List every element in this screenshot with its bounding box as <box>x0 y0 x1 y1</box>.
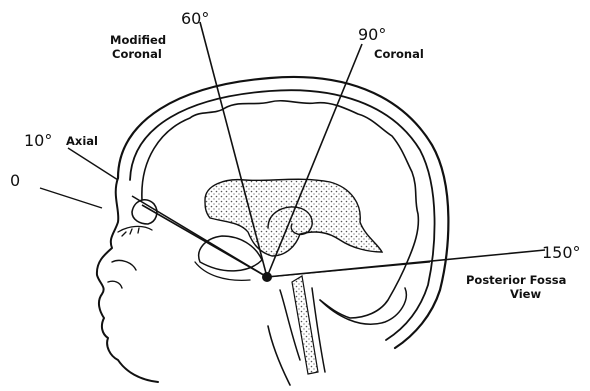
label-posterior-fossa-1: Posterior Fossa <box>466 273 566 287</box>
beam-line-150-lower <box>267 262 430 277</box>
cerebellum-outline <box>320 288 406 324</box>
nostril-detail <box>108 260 136 288</box>
label-angle-90: 90° <box>358 25 386 44</box>
neck-line <box>268 326 290 385</box>
label-modified-coronal-2: Coronal <box>112 47 162 61</box>
eye-lash-detail <box>118 226 152 236</box>
sinus-curve <box>195 262 250 280</box>
label-angle-10: 10° <box>24 131 52 150</box>
label-posterior-fossa-2: View <box>510 287 541 301</box>
pointer-0 <box>40 188 102 208</box>
label-angle-150: 150° <box>542 243 581 262</box>
label-angle-0: 0 <box>10 171 20 190</box>
pointer-10-axial <box>68 148 118 180</box>
label-modified-coronal-1: Modified <box>110 33 166 47</box>
aqueduct-channel <box>292 276 318 374</box>
label-axial: Axial <box>66 134 98 148</box>
label-coronal: Coronal <box>374 47 424 61</box>
lateral-ventricle <box>205 179 382 256</box>
label-angle-60: 60° <box>181 9 209 28</box>
focal-point <box>262 272 272 282</box>
